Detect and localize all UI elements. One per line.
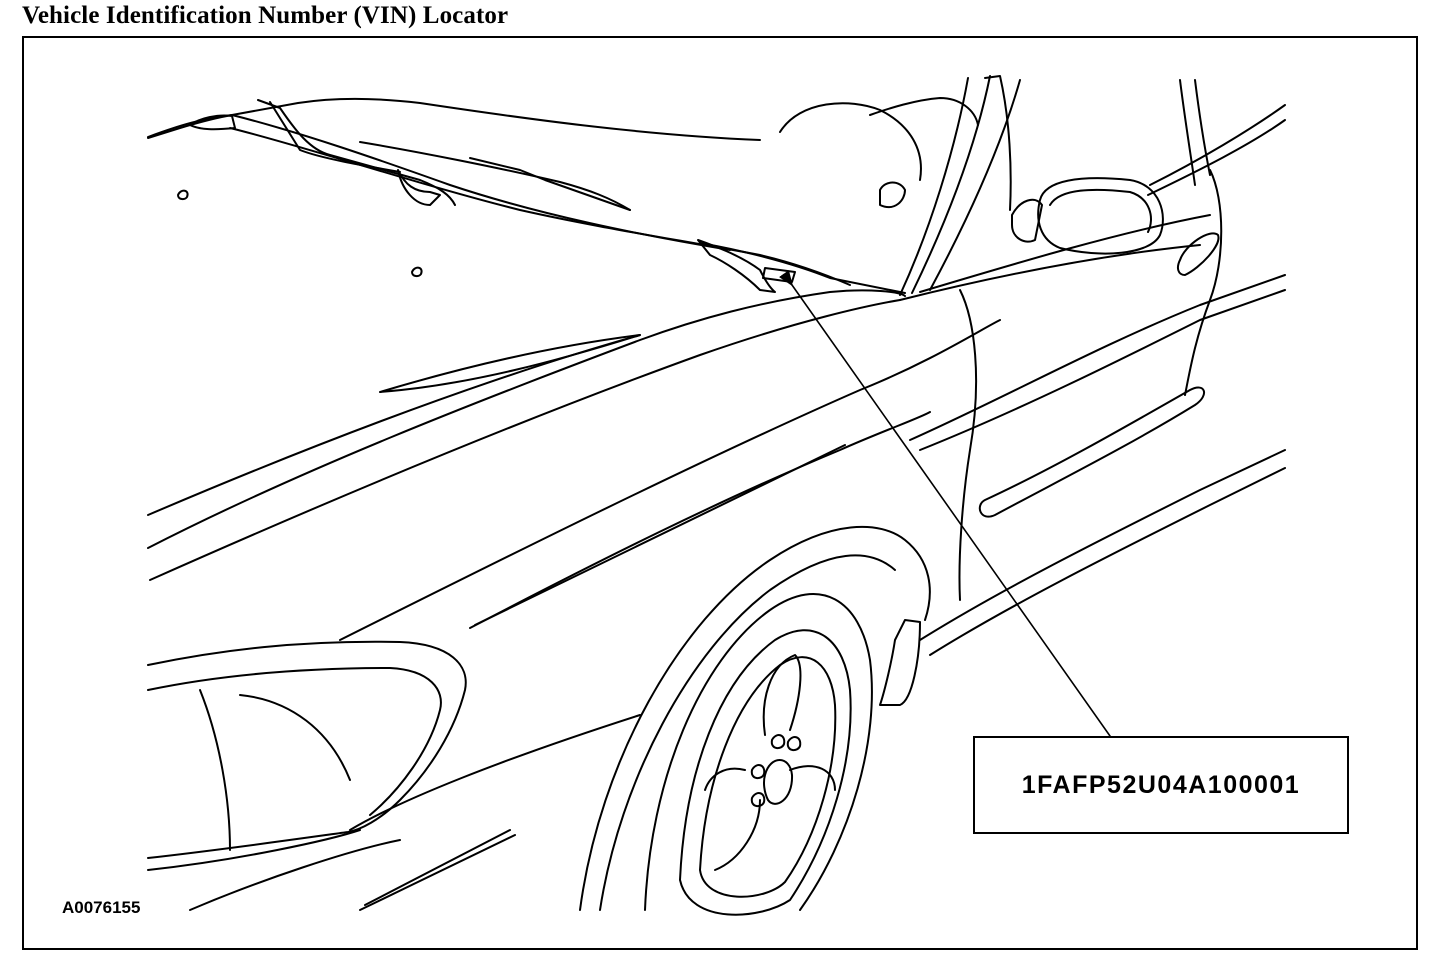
door-crease — [909, 274, 1286, 441]
hood-left-edge — [147, 114, 233, 139]
belt-line-2 — [919, 214, 1211, 293]
belt-line — [899, 244, 1201, 301]
vin-callout-box: 1FAFP52U04A100001 — [973, 736, 1349, 834]
hood-crease — [147, 334, 641, 516]
rim-outer — [679, 629, 852, 916]
roof-line — [984, 75, 1012, 211]
headlamp-arc — [239, 694, 351, 781]
mudflap — [879, 619, 921, 706]
b-pillar-2 — [1194, 79, 1211, 176]
wheel-arch-2 — [599, 554, 896, 911]
lug-2 — [786, 736, 802, 752]
wiper-arm-1 — [257, 99, 456, 206]
hood-crease-2 — [379, 334, 641, 393]
door-seam — [958, 289, 978, 601]
fender-line — [339, 319, 1001, 641]
wiper-arm-2 — [269, 101, 401, 173]
wiper-pivot — [397, 169, 441, 206]
hood-edge — [147, 97, 761, 141]
lug-3 — [750, 764, 766, 780]
spoke-1 — [762, 654, 802, 736]
bumper-line-2 — [147, 829, 361, 871]
door-top-2 — [1147, 119, 1286, 196]
headlamp-outer — [147, 640, 467, 859]
wheel-arch — [579, 525, 931, 911]
door-rear-edge — [1184, 169, 1223, 396]
leader-line — [779, 270, 1111, 737]
wiper-blade-2 — [469, 157, 631, 211]
steering-wheel — [779, 102, 922, 181]
spoke-3 — [714, 799, 761, 871]
fender-crease — [149, 299, 901, 581]
lug-1 — [770, 734, 786, 750]
headlamp-inner-2 — [199, 689, 231, 851]
hood-dot-2 — [411, 266, 423, 278]
headlamp-inner — [147, 667, 442, 816]
door-crease-2 — [919, 289, 1286, 451]
spoke-4 — [704, 767, 746, 791]
b-pillar — [1179, 79, 1196, 186]
rim-inner — [699, 656, 837, 898]
a-pillar-outer — [899, 77, 969, 296]
dash — [869, 97, 979, 126]
fender-character-2 — [474, 444, 846, 626]
fender-character — [469, 411, 931, 629]
hub-cap — [763, 759, 794, 805]
cowl-panel-lower — [231, 114, 731, 251]
tire — [644, 593, 873, 911]
door-top — [1149, 104, 1286, 186]
vin-plate — [762, 267, 796, 283]
spoke-2 — [789, 765, 836, 791]
lower-line — [189, 839, 401, 911]
rocker — [919, 449, 1286, 641]
lower-line-2 — [359, 834, 516, 911]
side-molding — [978, 386, 1205, 518]
side-mirror — [1037, 177, 1164, 255]
a-pillar-inner — [911, 75, 991, 294]
page-title: Vehicle Identification Number (VIN) Loca… — [22, 2, 509, 29]
door-handle — [1176, 232, 1220, 276]
mirror-mount — [1011, 198, 1043, 243]
steering-hub — [879, 181, 906, 209]
hood-dot-1 — [177, 189, 189, 201]
rocker-2 — [929, 467, 1286, 656]
hood-nose — [189, 114, 236, 131]
side-mirror-inner — [1049, 188, 1152, 233]
figure-id: A0076155 — [62, 898, 141, 917]
wiper-pivot-2 — [697, 239, 776, 293]
lug-4 — [750, 792, 766, 808]
illustration-frame — [22, 36, 1418, 950]
lower-line-3 — [364, 829, 511, 906]
bumper-line — [349, 714, 641, 831]
fender-top — [147, 289, 906, 549]
vin-number: 1FAFP52U04A100001 — [1021, 770, 1301, 799]
a-pillar-edge — [929, 79, 1021, 291]
